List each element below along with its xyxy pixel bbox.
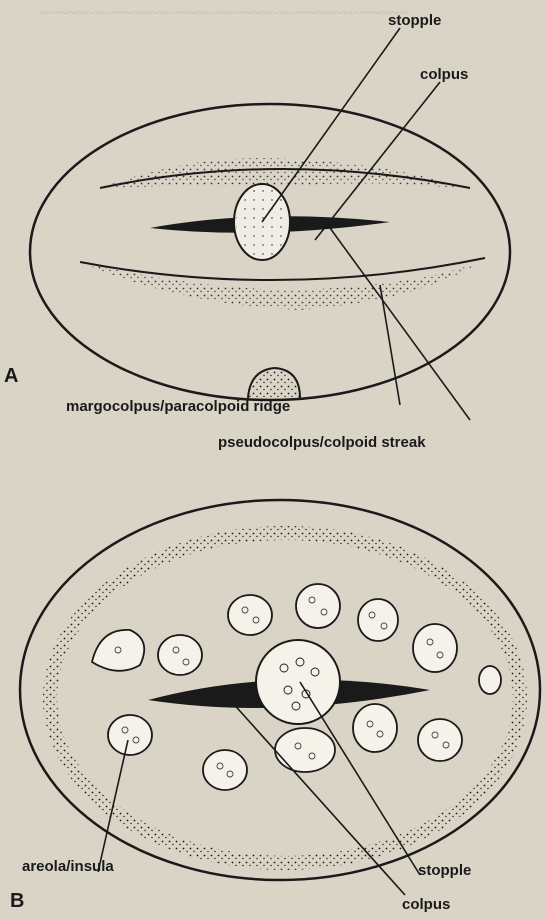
areola — [413, 624, 457, 672]
leader-margocolpus-a — [380, 285, 400, 405]
areola — [203, 750, 247, 790]
leader-stopple-a — [262, 28, 400, 222]
figure-a — [30, 28, 510, 420]
figure-b — [20, 500, 540, 895]
label-pseudocolpus: pseudocolpus/colpoid streak — [218, 434, 426, 451]
areola — [158, 635, 202, 675]
margocolpus-ridge-upper — [95, 158, 470, 190]
label-stopple-a: stopple — [388, 12, 441, 29]
areola — [353, 704, 397, 752]
areola — [418, 719, 462, 761]
stopple-protrusion-a — [248, 368, 300, 398]
areola — [108, 715, 152, 755]
areola — [275, 728, 335, 772]
label-areola: areola/insula — [22, 858, 114, 875]
panel-letter-a: A — [4, 365, 18, 388]
areola — [358, 599, 398, 641]
label-colpus-b: colpus — [402, 896, 450, 913]
label-stopple-b: stopple — [418, 862, 471, 879]
areola — [479, 666, 501, 694]
panel-letter-b: B — [10, 890, 24, 913]
areola — [296, 584, 340, 628]
areola — [228, 595, 272, 635]
leader-colpus-a — [315, 82, 440, 240]
label-margocolpus: margocolpus/paracolpoid ridge — [66, 398, 290, 415]
label-colpus-a: colpus — [420, 66, 468, 83]
stopple-b — [256, 640, 340, 724]
areola — [92, 630, 144, 671]
